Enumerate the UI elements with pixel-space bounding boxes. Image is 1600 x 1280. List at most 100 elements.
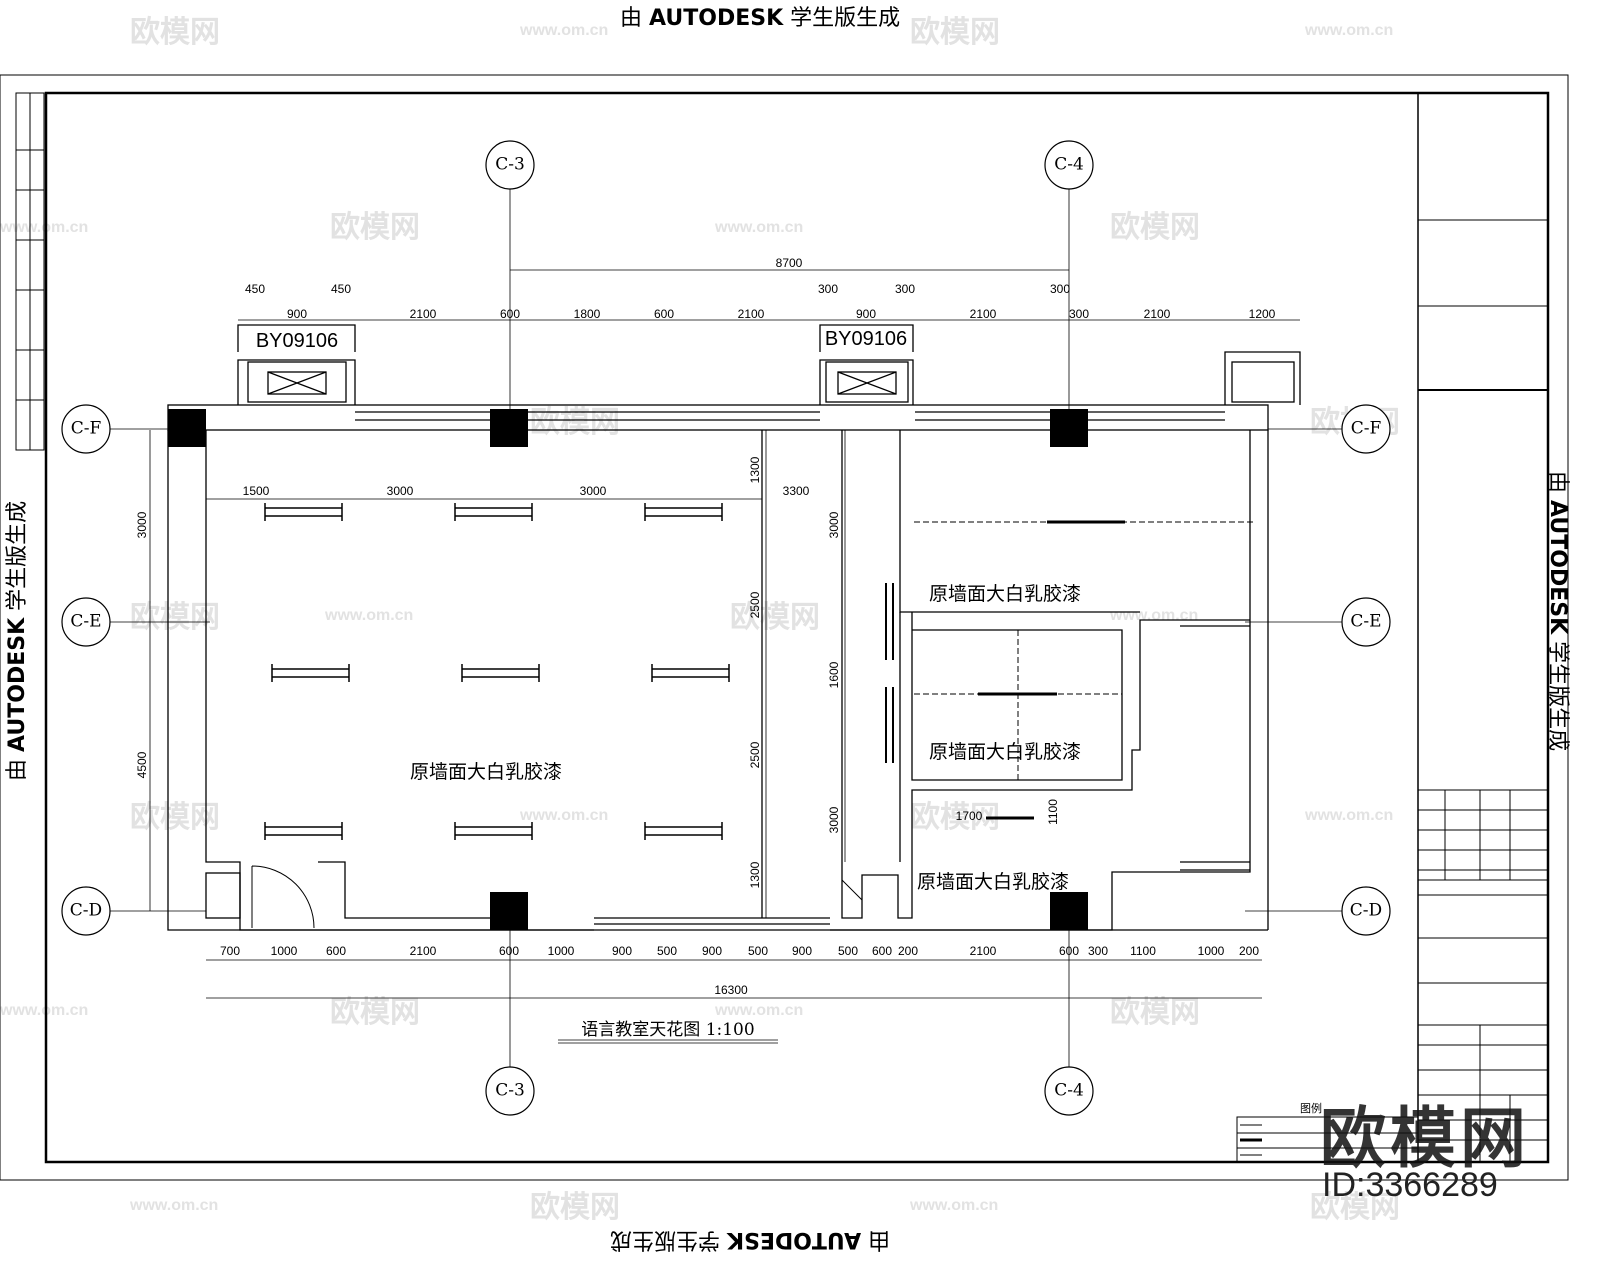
site-url-watermark: www.om.cn bbox=[909, 1197, 998, 1214]
dimension-label: 3000 bbox=[827, 806, 841, 833]
dimension-label: 200 bbox=[898, 944, 918, 958]
site-logo-large: 欧模网 bbox=[1320, 1100, 1530, 1177]
dimension-label: 300 bbox=[1050, 282, 1070, 296]
dimension-label: 450 bbox=[331, 282, 351, 296]
room-finish-label: 原墙面大白乳胶漆 bbox=[917, 871, 1069, 893]
site-logo-watermark: 欧模网 bbox=[330, 996, 420, 1029]
dimension-label: 1100 bbox=[1046, 799, 1060, 825]
linear-light-fixture bbox=[271, 664, 350, 682]
linear-light-fixture bbox=[264, 822, 343, 840]
dimension-label: 900 bbox=[792, 944, 812, 958]
site-url-watermark: www.om.cn bbox=[519, 807, 608, 824]
autodesk-watermark-right: 由 AUTODESK 学生版生成 bbox=[1544, 471, 1576, 781]
site-url-watermark: www.om.cn bbox=[0, 1002, 88, 1019]
dimension-label: 900 bbox=[287, 307, 307, 321]
dimension-label: 1000 bbox=[1198, 944, 1225, 958]
linear-light-fixture bbox=[644, 503, 723, 521]
site-url-watermark: www.om.cn bbox=[1304, 807, 1393, 824]
site-url-watermark: www.om.cn bbox=[1304, 22, 1393, 39]
dimension-label: 1800 bbox=[574, 307, 601, 321]
dimension-label: 500 bbox=[838, 944, 858, 958]
dimension-label: 600 bbox=[326, 944, 346, 958]
axis-label: C-D bbox=[1350, 901, 1382, 921]
watermark-brand: AUTODESK bbox=[649, 6, 784, 31]
watermark-brand: AUTODESK bbox=[727, 1227, 862, 1252]
dimension-label: 200 bbox=[1239, 944, 1259, 958]
dimension-label: 3300 bbox=[783, 484, 810, 498]
axis-label: C-3 bbox=[495, 155, 525, 175]
site-url-watermark: www.om.cn bbox=[714, 219, 803, 236]
site-url-watermark: www.om.cn bbox=[129, 1197, 218, 1214]
dimension-label: 2100 bbox=[970, 307, 997, 321]
watermark-suffix: 学生版生成 bbox=[5, 500, 30, 611]
watermark-suffix: 学生版生成 bbox=[790, 6, 901, 31]
room-finish-label: 原墙面大白乳胶漆 bbox=[929, 741, 1081, 763]
dimension-label: 1100 bbox=[1130, 944, 1156, 958]
linear-light-fixture bbox=[264, 503, 343, 521]
site-logo-watermark: 欧模网 bbox=[530, 1191, 620, 1224]
site-logo-watermark: 欧模网 bbox=[330, 211, 420, 244]
dimension-label: 3000 bbox=[135, 511, 149, 538]
site-logo-watermark: 欧模网 bbox=[130, 801, 220, 834]
outer-frame bbox=[0, 74, 1569, 1181]
grid-axis-bubble: C-4 bbox=[1044, 140, 1094, 190]
drawing-caption: 语言教室天花图 1:100 bbox=[581, 1020, 754, 1040]
dimension-label: 900 bbox=[702, 944, 722, 958]
dimension-label: 300 bbox=[1069, 307, 1089, 321]
linear-light-fixture bbox=[651, 664, 730, 682]
site-url-watermark: www.om.cn bbox=[324, 607, 413, 624]
dimension-label: 3000 bbox=[827, 511, 841, 538]
legend-header: 图例 bbox=[1300, 1101, 1322, 1115]
autodesk-watermark-top: 由 AUTODESK 学生版生成 bbox=[620, 0, 900, 32]
axis-label: C-4 bbox=[1054, 155, 1084, 175]
grid-axis-bubble: C-D bbox=[1341, 886, 1391, 936]
grid-axis-bubble: C-3 bbox=[485, 1066, 535, 1116]
dimension-overall-top: 8700 bbox=[776, 256, 803, 270]
axis-label: C-F bbox=[1351, 419, 1382, 439]
room-finish-label: 原墙面大白乳胶漆 bbox=[410, 761, 562, 783]
dimension-label: 600 bbox=[872, 944, 892, 958]
dimension-label: 1000 bbox=[548, 944, 575, 958]
site-logo-watermark: 欧模网 bbox=[1110, 211, 1200, 244]
site-logo-watermark: 欧模网 bbox=[530, 406, 620, 439]
axis-label: C-4 bbox=[1054, 1081, 1084, 1101]
dimension-label: 900 bbox=[612, 944, 632, 958]
dimension-label: 300 bbox=[818, 282, 838, 296]
model-id: ID:3366289 bbox=[1322, 1166, 1498, 1204]
dimension-label: 2100 bbox=[410, 307, 437, 321]
site-logo-watermark: 欧模网 bbox=[730, 601, 820, 634]
dimension-label: 3000 bbox=[387, 484, 414, 498]
dimension-lines bbox=[110, 188, 1342, 1067]
dimension-label: 600 bbox=[654, 307, 674, 321]
watermark-prefix: 由 bbox=[620, 6, 643, 31]
site-logo-watermark: 欧模网 bbox=[910, 16, 1000, 49]
dimension-label: 1500 bbox=[243, 484, 270, 498]
grid-axis-bubble: C-F bbox=[61, 404, 111, 454]
inner-border bbox=[44, 91, 1550, 1164]
autodesk-watermark-bottom: 由 AUTODESK 学生版生成 bbox=[610, 1226, 890, 1258]
linear-light-fixture bbox=[454, 503, 533, 521]
site-url-watermark: www.om.cn bbox=[714, 1002, 803, 1019]
window-tag: BY09106 bbox=[825, 328, 907, 350]
site-logo-watermark: 欧模网 bbox=[1110, 996, 1200, 1029]
dimension-label: 3000 bbox=[580, 484, 607, 498]
dimension-label: 700 bbox=[220, 944, 240, 958]
grid-axis-bubble: C-E bbox=[61, 597, 111, 647]
dimension-label: 900 bbox=[856, 307, 876, 321]
left-signature-strip bbox=[15, 92, 45, 451]
axis-label: C-D bbox=[70, 901, 102, 921]
dimension-label: 1300 bbox=[748, 456, 762, 483]
linear-light-fixture bbox=[454, 822, 533, 840]
walls bbox=[167, 324, 1301, 931]
site-logo-watermark: 欧模网 bbox=[130, 601, 220, 634]
window-tag: BY09106 bbox=[256, 330, 338, 352]
axis-label: C-E bbox=[70, 612, 101, 632]
grid-axis-bubble: C-3 bbox=[485, 140, 535, 190]
grid-axis-bubble: C-D bbox=[61, 886, 111, 936]
dimension-label: 600 bbox=[500, 307, 520, 321]
watermark-prefix: 由 bbox=[1545, 471, 1570, 494]
axis-label: C-E bbox=[1350, 612, 1381, 632]
dimension-label: 4500 bbox=[135, 751, 149, 778]
watermark-prefix: 由 bbox=[5, 758, 30, 781]
